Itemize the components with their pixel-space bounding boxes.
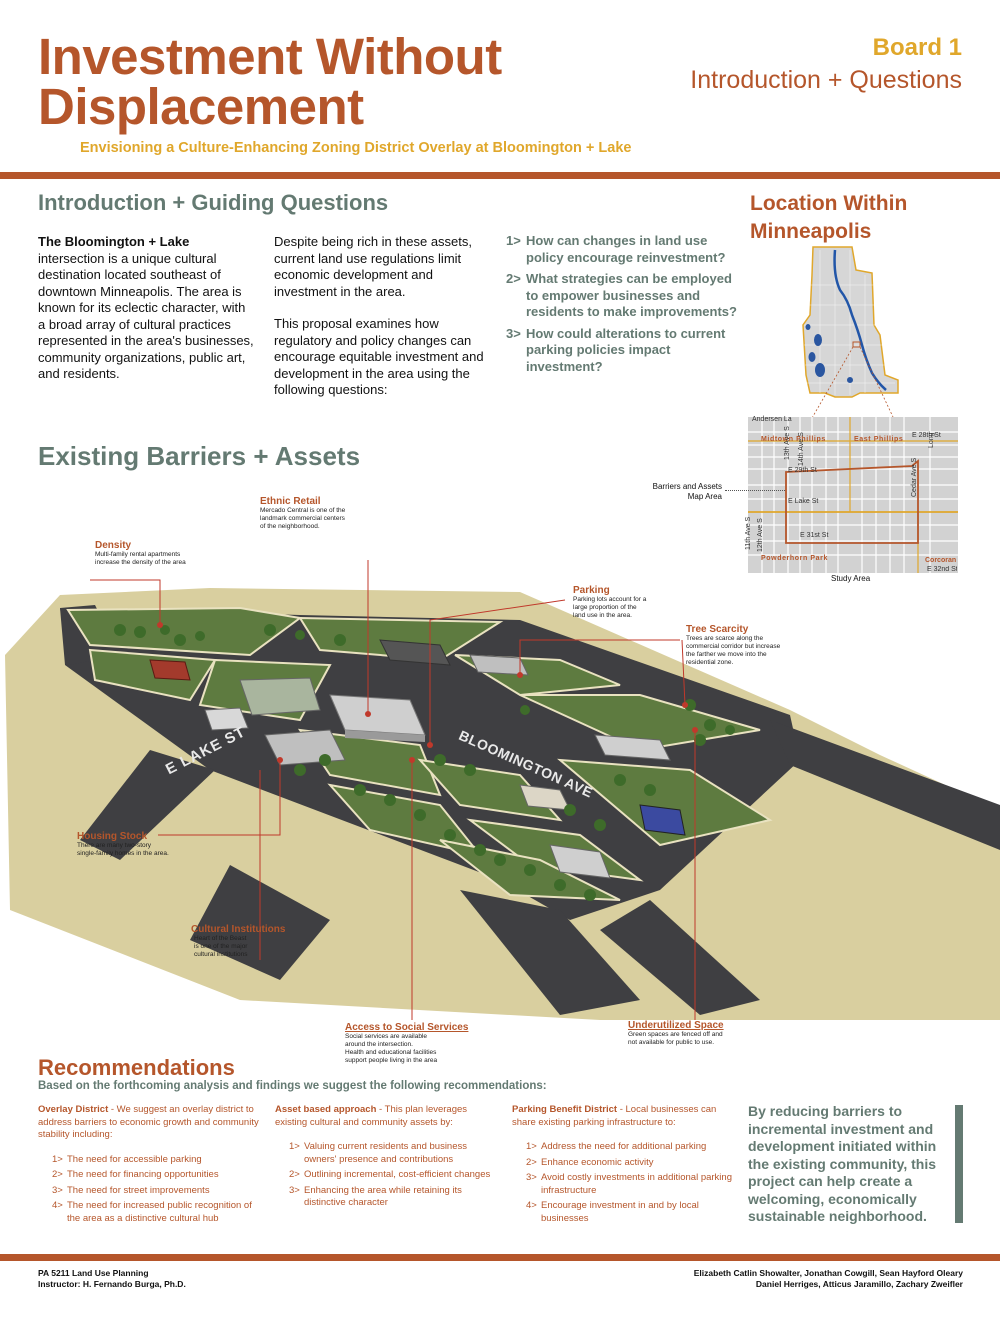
- intro-column-1: The Bloomington + Lake intersection is a…: [38, 234, 256, 383]
- list-item: 2>The need for financing opportunities: [52, 1169, 219, 1180]
- intro-heading: Introduction + Guiding Questions: [38, 190, 389, 215]
- header-divider: [0, 172, 1000, 179]
- callout-social-services: Access to Social Services Social service…: [345, 1022, 469, 1064]
- neighborhood-label: Powderhorn Park: [761, 555, 828, 562]
- callout-density: Density Multi-family rental apartments i…: [95, 540, 186, 566]
- closing-statement: By reducing barriers to incremental inve…: [748, 1103, 937, 1224]
- study-area-street-map: [748, 417, 958, 573]
- map-area-leader: [725, 490, 785, 491]
- list-item: 2>Enhance economic activity: [526, 1156, 654, 1168]
- recommendation-parking-benefit: Parking Benefit District - Local busines…: [512, 1104, 734, 1228]
- guiding-questions: 1>How can changes in land use policy enc…: [506, 233, 746, 380]
- street-label: E 32nd St: [927, 566, 957, 573]
- list-item: 4>Encourage investment in and by local b…: [526, 1200, 699, 1224]
- neighborhood-label: Corcoran: [925, 557, 957, 564]
- list-item: 1>Valuing current residents and business…: [289, 1141, 468, 1165]
- callout-leaders: [90, 560, 696, 1020]
- board-title: Introduction + Questions: [690, 66, 962, 94]
- question-item: 3>How could alterations to current parki…: [506, 325, 726, 374]
- callout-parking: Parking Parking lots account for a large…: [573, 585, 647, 619]
- street-label: 12th Ave S: [757, 518, 764, 552]
- intro-paragraph: Despite being rich in these assets, curr…: [274, 234, 472, 299]
- intro-text: intersection is a unique cultural destin…: [38, 250, 254, 382]
- street-label: E Lake St: [788, 498, 819, 505]
- question-item: 2>What strategies can be employed to emp…: [506, 271, 737, 319]
- street-label: 11th Ave S: [745, 516, 752, 550]
- recommendations-heading: Recommendations: [38, 1055, 235, 1080]
- barriers-heading: Existing Barriers + Assets: [38, 441, 361, 471]
- poster-title: Investment Without Displacement: [38, 28, 502, 135]
- recommendations-intro: Based on the forthcoming analysis and fi…: [38, 1080, 547, 1092]
- list-item: 4>The need for increased public recognit…: [52, 1200, 252, 1224]
- street-label: Andersen La: [752, 416, 792, 423]
- callout-cultural-institutions: Cultural Institutions Heart of the Beast…: [191, 924, 286, 958]
- minneapolis-outline-map: [802, 246, 899, 398]
- street-label: 13th Ave S: [784, 426, 791, 460]
- callout-underutilized-space: Underutilized Space Green spaces are fen…: [628, 1020, 724, 1046]
- street-label: E 31st St: [800, 532, 829, 539]
- trees: [114, 624, 735, 901]
- callout-markers: [157, 622, 698, 763]
- street-label: 14th Ave S: [798, 432, 805, 466]
- callout-housing-stock: Housing Stock There are many two-story s…: [77, 831, 169, 857]
- street-label: E 28th St: [912, 432, 941, 439]
- intro-paragraph: This proposal examines how regulatory an…: [274, 316, 484, 397]
- list-item: 3>The need for street improvements: [52, 1184, 210, 1196]
- intro-lead: The Bloomington + Lake: [38, 234, 190, 249]
- location-maps: [748, 246, 958, 573]
- footer-authors: Elizabeth Catlin Showalter, Jonathan Cow…: [693, 1268, 963, 1289]
- callout-tree-scarcity: Tree Scarcity Trees are scarce along the…: [686, 624, 781, 666]
- callout-ethnic-retail: Ethnic Retail Mercado Central is one of …: [260, 496, 346, 530]
- poster-subtitle: Envisioning a Culture-Enhancing Zoning D…: [80, 140, 632, 156]
- street-label: E 29th St: [788, 467, 817, 474]
- map-area-callout: Barriers and Assets Map Area: [652, 482, 722, 501]
- footer-course: PA 5211 Land Use Planning Instructor: H.…: [38, 1268, 186, 1289]
- list-item: 2>Outlining incremental, cost-efficient …: [289, 1169, 491, 1180]
- footer-divider: [0, 1254, 1000, 1261]
- recommendation-asset-based: Asset based approach - This plan leverag…: [275, 1104, 497, 1213]
- study-area-label: Study Area: [831, 574, 871, 583]
- location-heading: Location Within Minneapolis: [750, 192, 908, 243]
- aerial-map: [5, 560, 1000, 1020]
- list-item: 1>Address the need for additional parkin…: [526, 1141, 707, 1152]
- street-label: Long: [928, 432, 935, 448]
- list-item: 3>Enhancing the area while retaining its…: [289, 1184, 462, 1209]
- list-item: 3>Avoid costly investments in additional…: [526, 1172, 732, 1196]
- intro-column-2: Despite being rich in these assets, curr…: [274, 234, 496, 399]
- recommendation-overlay-district: Overlay District - We suggest an overlay…: [38, 1104, 259, 1224]
- closing-accent-bar: [955, 1105, 963, 1223]
- list-item: 1>The need for accessible parking: [52, 1153, 202, 1165]
- street-label: Cedar Ave S: [911, 457, 918, 497]
- question-item: 1>How can changes in land use policy enc…: [506, 233, 726, 265]
- board-number: Board 1: [872, 34, 962, 61]
- neighborhood-label: East Phillips: [854, 436, 904, 443]
- neighborhood-label: Midtown Phillips: [761, 436, 826, 443]
